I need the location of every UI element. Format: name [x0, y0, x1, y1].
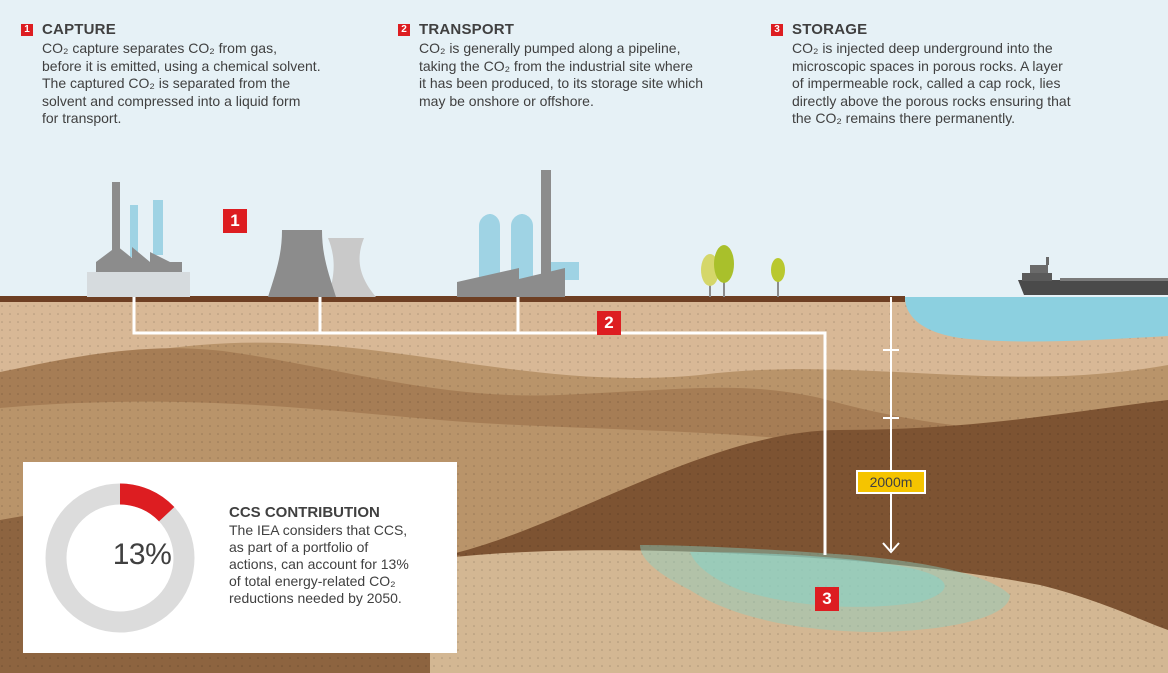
industrial-site-icon — [457, 170, 579, 297]
power-plant-icon — [87, 182, 190, 297]
step-heading: CAPTURE — [42, 21, 116, 38]
ccs-title: CCS CONTRIBUTION — [229, 504, 380, 521]
step-number-badge: 2 — [398, 23, 410, 36]
depth-label: 2000m — [856, 470, 926, 494]
ccs-donut — [45, 483, 195, 633]
storage-marker: 3 — [815, 587, 839, 611]
depth-gauge — [882, 297, 900, 554]
percent-label: 13% — [112, 538, 172, 571]
step-capture: 1 CAPTURE CO₂ capture separates CO₂ from… — [21, 21, 341, 128]
step-description: CO₂ is injected deep underground into th… — [792, 40, 1071, 126]
step-description: CO₂ capture separates CO₂ from gas, befo… — [42, 40, 321, 126]
transport-marker: 2 — [597, 311, 621, 335]
step-transport: 2 TRANSPORT CO₂ is generally pumped alon… — [398, 21, 718, 110]
ship-icon — [1018, 257, 1168, 295]
step-heading: TRANSPORT — [419, 21, 515, 38]
cooling-tower-icon — [268, 230, 376, 297]
step-number-badge: 1 — [21, 23, 33, 36]
pipeline — [132, 297, 827, 555]
ccs-description: The IEA considers that CCS, as part of a… — [229, 522, 409, 606]
step-storage: 3 STORAGE CO₂ is injected deep undergrou… — [771, 21, 1091, 128]
step-heading: STORAGE — [792, 21, 868, 38]
surface-line — [0, 296, 905, 302]
donut-segment — [45, 483, 195, 633]
step-number-badge: 3 — [771, 23, 783, 36]
step-description: CO₂ is generally pumped along a pipeline… — [419, 40, 704, 109]
capture-marker: 1 — [223, 209, 247, 233]
sea — [905, 297, 1168, 342]
tree-icon — [701, 245, 785, 297]
ccs-contribution-card: 13% CCS CONTRIBUTION The IEA considers t… — [23, 462, 457, 653]
